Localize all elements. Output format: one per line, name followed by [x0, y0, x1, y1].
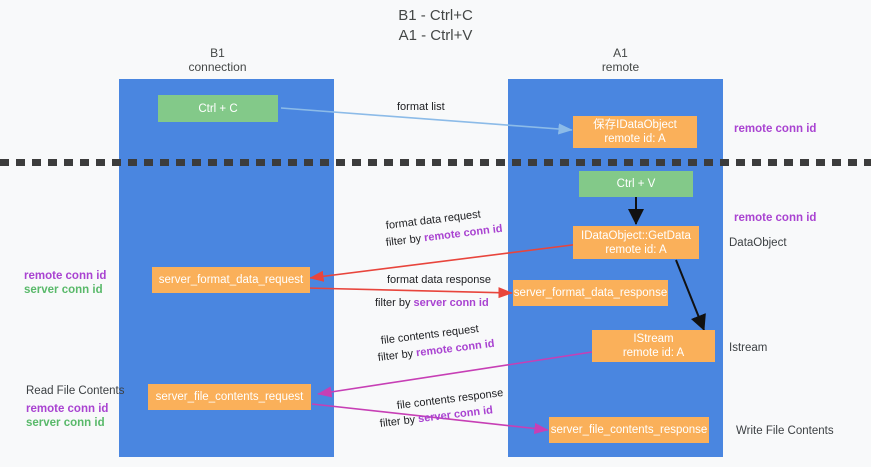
annotation-istream: Istream [729, 342, 768, 354]
node-server-file-contents-request-label: server_file_contents_request [155, 391, 304, 403]
edge-label-format-data-response-line1: format data response [387, 274, 491, 286]
edge-label-format-data-response-highlight: server conn id [413, 297, 489, 309]
node-ctrl-c[interactable]: Ctrl + C [158, 95, 278, 122]
node-idataobject-getdata-line2: remote id: A [605, 243, 667, 256]
annotation-left-remote-conn-id-1: remote conn id [24, 270, 107, 282]
annotation-left-server-conn-id-2: server conn id [26, 417, 105, 429]
node-server-format-data-request-label: server_format_data_request [158, 274, 304, 286]
edge-label-format-data-response-prefix: filter by [375, 297, 414, 309]
node-save-idataobject-line2: remote id: A [604, 133, 666, 145]
edge-label-format-data-request-prefix: filter by [385, 232, 425, 249]
node-idataobject-getdata-line1: IDataObject::GetData [581, 229, 691, 242]
annotation-remote-conn-id-mid: remote conn id [734, 212, 817, 224]
annotation-write-file-contents: Write File Contents [736, 425, 834, 437]
column-header-a1: A1 remote [558, 46, 683, 74]
node-ctrl-v-label: Ctrl + V [616, 178, 656, 190]
column-header-b1: B1 connection [155, 46, 280, 74]
column-header-b1-role: connection [188, 60, 247, 74]
node-server-format-data-response-label: server_format_data_response [513, 287, 668, 299]
column-header-a1-role: remote [601, 60, 640, 74]
edge-label-format-data-response-line2: filter by server conn id [375, 296, 491, 311]
node-istream[interactable]: IStream remote id: A [592, 330, 715, 362]
node-save-idataobject-line1: 保存IDataObject [593, 119, 677, 131]
node-save-idataobject[interactable]: 保存IDataObject remote id: A [573, 116, 697, 148]
annotation-remote-conn-id-top: remote conn id [734, 123, 817, 135]
node-server-format-data-request[interactable]: server_format_data_request [152, 267, 310, 293]
annotation-read-file-contents: Read File Contents [26, 385, 125, 397]
title-line-1: B1 - Ctrl+C [398, 7, 473, 24]
edge-label-format-data-request: format data request filter by remote con… [385, 208, 503, 251]
column-header-b1-name: B1 [210, 46, 225, 60]
edge-label-file-contents-response: file contents response filter by server … [379, 387, 504, 432]
edge-label-format-list-text: format list [397, 101, 445, 113]
edge-label-format-list: format list [397, 100, 445, 115]
node-idataobject-getdata[interactable]: IDataObject::GetData remote id: A [573, 226, 699, 259]
node-ctrl-v[interactable]: Ctrl + V [579, 171, 693, 197]
edge-label-file-contents-request-prefix: filter by [377, 347, 417, 364]
node-server-file-contents-response-label: server_file_contents_response [550, 424, 708, 436]
node-ctrl-c-label: Ctrl + C [198, 102, 238, 115]
edge-label-file-contents-response-prefix: filter by [379, 413, 419, 430]
node-server-format-data-response[interactable]: server_format_data_response [513, 280, 668, 306]
annotation-left-server-conn-id-1: server conn id [24, 284, 103, 296]
node-server-file-contents-response[interactable]: server_file_contents_response [549, 417, 709, 443]
node-istream-line1: IStream [633, 333, 674, 345]
edge-label-file-contents-request: file contents request filter by remote c… [377, 323, 495, 366]
title-line-2: A1 - Ctrl+V [398, 27, 473, 44]
node-server-file-contents-request[interactable]: server_file_contents_request [148, 384, 311, 410]
node-istream-line2: remote id: A [622, 347, 685, 359]
annotation-left-remote-conn-id-2: remote conn id [26, 403, 109, 415]
edge-label-format-data-response: format data response filter by server co… [375, 273, 491, 311]
page-title: B1 - Ctrl+C A1 - Ctrl+V [0, 6, 871, 46]
column-header-a1-name: A1 [613, 46, 628, 60]
annotation-dataobject: DataObject [729, 237, 787, 249]
